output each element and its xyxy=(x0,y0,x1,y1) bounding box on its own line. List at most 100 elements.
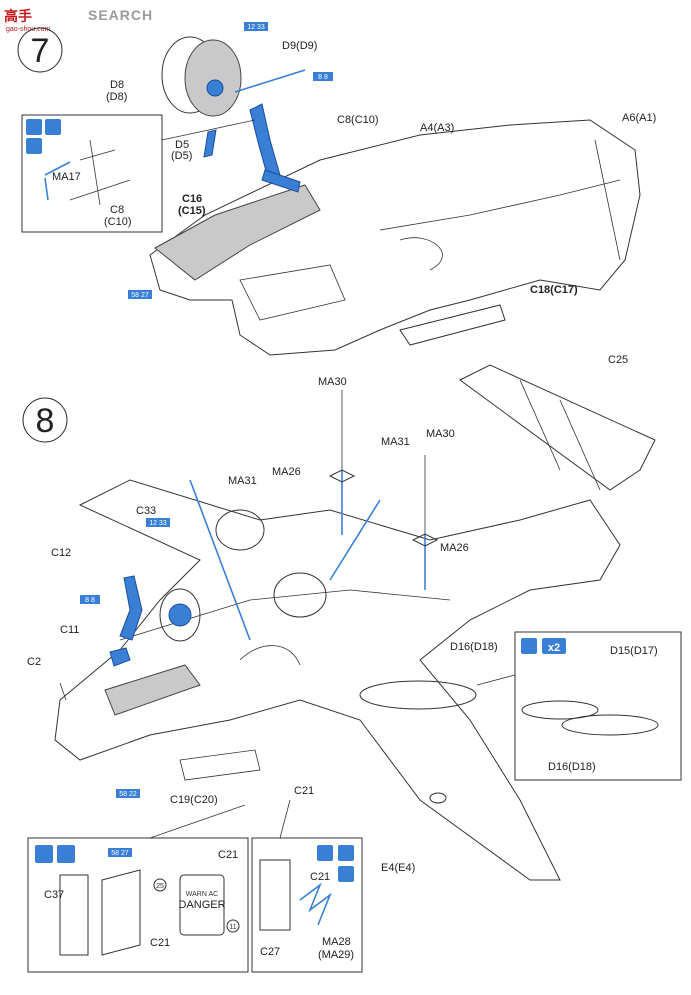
svg-text:C11: C11 xyxy=(60,624,79,636)
gear-strut-c8 xyxy=(249,103,281,179)
step-8: 8 x2 C25 xyxy=(22,354,682,973)
drop-icon xyxy=(26,138,42,154)
wheel-right-ghost xyxy=(273,572,327,618)
svg-text:MA26: MA26 xyxy=(440,542,469,554)
inset-pointer xyxy=(279,799,291,839)
svg-text:MA31: MA31 xyxy=(381,436,410,448)
inset-pointer xyxy=(161,119,256,141)
glue-icon xyxy=(26,119,42,135)
svg-text:25: 25 xyxy=(156,883,164,890)
svg-text:E4(E4): E4(E4) xyxy=(381,862,415,874)
svg-text:C16: C16 xyxy=(182,193,202,205)
svg-text:MA30: MA30 xyxy=(318,376,347,388)
svg-text:C19(C20): C19(C20) xyxy=(170,794,218,806)
part-d16 xyxy=(359,680,477,710)
svg-text:C25: C25 xyxy=(608,354,628,366)
svg-text:58 22: 58 22 xyxy=(119,791,137,798)
part-ma28 xyxy=(299,882,332,926)
part-c2 xyxy=(59,682,67,701)
svg-text:8 8: 8 8 xyxy=(85,597,95,604)
step-7-badge xyxy=(17,27,63,73)
svg-text:D16(D18): D16(D18) xyxy=(450,641,498,653)
svg-text:(C10): (C10) xyxy=(104,216,132,228)
marking-11 xyxy=(226,919,240,933)
svg-text:11: 11 xyxy=(229,924,236,931)
svg-text:58 27: 58 27 xyxy=(111,850,129,857)
svg-text:(MA29): (MA29) xyxy=(318,949,354,961)
step-8-badge xyxy=(22,397,68,443)
glue-icon xyxy=(338,845,354,861)
svg-text:D15(D17): D15(D17) xyxy=(610,645,658,657)
wheel-bay-step8 xyxy=(104,664,201,716)
nacelle-front xyxy=(239,645,301,666)
svg-text:8: 8 xyxy=(36,402,55,440)
ref-tag: 58 27 xyxy=(108,848,132,857)
part-c21-panel xyxy=(101,869,141,956)
antenna-wires xyxy=(189,470,426,641)
svg-text:C8: C8 xyxy=(110,204,124,216)
svg-text:WARN AC: WARN AC xyxy=(186,891,218,898)
inset-c37-c21 xyxy=(27,837,249,973)
svg-text:C33: C33 xyxy=(136,505,156,517)
svg-text:8 8: 8 8 xyxy=(318,74,328,81)
svg-text:C21: C21 xyxy=(150,937,170,949)
part-c37 xyxy=(59,874,89,956)
c25-panel xyxy=(519,379,601,491)
svg-text:D9(D9): D9(D9) xyxy=(282,40,317,52)
ref-tag: 58 22 xyxy=(116,789,140,798)
svg-text:C21: C21 xyxy=(294,785,314,797)
svg-text:SEARCH: SEARCH xyxy=(88,7,153,23)
inset-strut xyxy=(69,139,131,206)
part-ma26-left xyxy=(328,469,356,483)
svg-text:7: 7 xyxy=(31,32,50,70)
svg-text:gao-shou.com: gao-shou.com xyxy=(6,26,51,33)
fuselage-outline xyxy=(149,119,641,356)
wheel-hub-blue xyxy=(206,79,224,97)
wheel-c33 xyxy=(159,588,201,642)
aircraft-outline xyxy=(54,479,621,881)
svg-text:12 33: 12 33 xyxy=(247,24,265,31)
fuselage-line xyxy=(379,179,621,231)
inset-wire xyxy=(44,161,71,201)
svg-text:C18(C17): C18(C17) xyxy=(530,284,578,296)
wheel-c33-hub xyxy=(168,603,192,627)
ref-tag: 58 27 xyxy=(128,290,152,299)
svg-text:高手: 高手 xyxy=(4,8,32,24)
svg-text:D8: D8 xyxy=(110,79,124,91)
svg-text:DANGER: DANGER xyxy=(178,899,225,911)
cement-icon xyxy=(45,119,61,135)
part-c12 xyxy=(119,575,143,641)
svg-text:MA31: MA31 xyxy=(228,475,257,487)
svg-text:C21: C21 xyxy=(310,871,330,883)
inset-c27-ma28 xyxy=(251,837,363,973)
quantity-icon xyxy=(542,638,566,654)
assembly-arrow xyxy=(234,69,306,93)
inset-pointer xyxy=(149,804,246,839)
wheel-bay-insert xyxy=(154,184,321,281)
watermark: 高手 SEARCH gao-shou.com xyxy=(4,7,153,33)
glue-icon xyxy=(521,638,537,654)
panel-line xyxy=(399,237,443,271)
svg-text:(D5): (D5) xyxy=(171,150,192,162)
svg-text:C2: C2 xyxy=(27,656,41,668)
cement-icon xyxy=(338,866,354,882)
part-c25 xyxy=(459,364,656,491)
tail-line xyxy=(594,139,621,261)
ref-tag: 8 8 xyxy=(80,595,100,604)
part-e4 xyxy=(429,792,447,804)
part-c19 xyxy=(179,749,261,781)
svg-text:58 27: 58 27 xyxy=(131,292,149,299)
inset-d15 xyxy=(521,700,599,720)
step-7: 7 D9(D9) D8 (D8) D5 (D5) C8(C10) A4(A3) … xyxy=(17,22,656,356)
svg-text:C12: C12 xyxy=(51,547,71,559)
svg-text:MA28: MA28 xyxy=(322,936,351,948)
svg-text:MA30: MA30 xyxy=(426,428,455,440)
svg-text:C27: C27 xyxy=(260,946,280,958)
marking-25 xyxy=(153,878,167,892)
svg-text:(D8): (D8) xyxy=(106,91,127,103)
svg-text:D16(D18): D16(D18) xyxy=(548,761,596,773)
svg-text:D5: D5 xyxy=(175,139,189,151)
inset-gear-detail xyxy=(21,114,163,233)
svg-text:x2: x2 xyxy=(548,642,560,654)
